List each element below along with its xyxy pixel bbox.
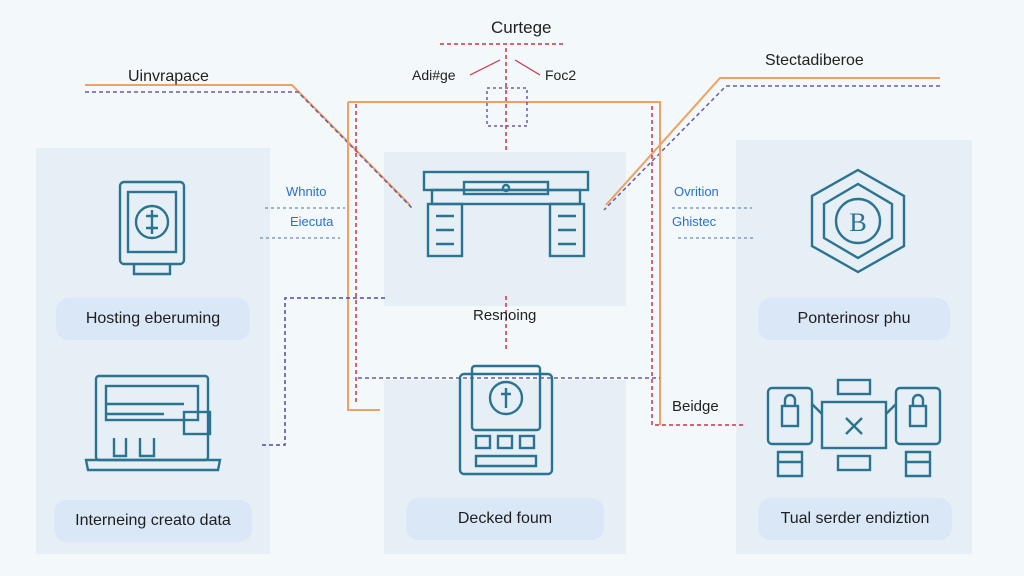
kiosk-icon — [458, 364, 554, 476]
desk-icon — [422, 170, 590, 258]
card-tual[interactable]: Tual serder endiztion — [758, 498, 952, 540]
label-top-center: Curtege — [491, 18, 552, 37]
svg-text:B: B — [849, 208, 866, 237]
label-bridge: Beidge — [672, 398, 719, 415]
card-ponterinosr[interactable]: Ponterinosr phu — [758, 298, 950, 340]
label-center-right-small: Foc2 — [545, 67, 577, 83]
label-top-left: Uinvrapace — [128, 68, 209, 85]
label-top-right: Stectadiberoe — [765, 52, 864, 69]
hex-b-icon: B — [810, 168, 906, 274]
wallet-icon — [118, 180, 186, 276]
card-hosting[interactable]: Hosting eberuming — [56, 298, 250, 340]
lock-devices-icon — [766, 378, 942, 478]
label-right-lower: Ghistec — [672, 214, 717, 229]
card-decked[interactable]: Decked foum — [406, 498, 604, 540]
label-left-lower: Eiecuta — [290, 214, 334, 229]
card-interneing[interactable]: Interneing creato data — [54, 500, 252, 542]
laptop-icon — [84, 374, 222, 472]
label-center-left-small: Adi#ge — [412, 67, 456, 83]
label-left-upper: Whnito — [286, 184, 327, 199]
label-right-upper: Ovrition — [674, 184, 719, 199]
label-mid-connector: Resnoing — [473, 307, 537, 324]
right-panel — [736, 140, 972, 554]
